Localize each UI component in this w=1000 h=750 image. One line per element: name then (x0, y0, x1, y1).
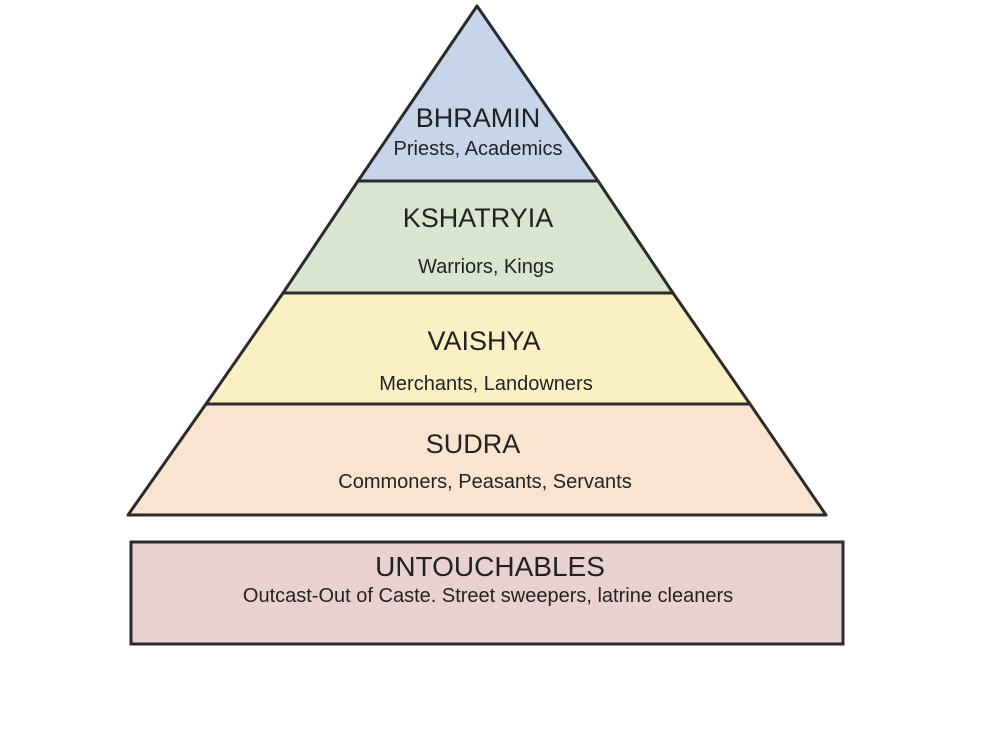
tier-sudra-title: SUDRA (426, 429, 521, 459)
tier-bhramin-subtitle: Priests, Academics (394, 138, 563, 160)
untouchables-title: UNTOUCHABLES (375, 551, 605, 582)
tier-kshatryia-title: KSHATRYIA (403, 203, 554, 233)
tier-vaishya-title: VAISHYA (427, 326, 540, 356)
untouchables-subtitle: Outcast-Out of Caste. Street sweepers, l… (243, 585, 733, 607)
tier-vaishya-subtitle: Merchants, Landowners (379, 373, 592, 395)
tier-bhramin-title: BHRAMIN (416, 103, 541, 133)
tier-kshatryia-subtitle: Warriors, Kings (418, 256, 554, 278)
tier-sudra-shape (126, 402, 828, 517)
tier-sudra-subtitle: Commoners, Peasants, Servants (338, 471, 631, 493)
untouchables-box-shape (129, 540, 845, 646)
